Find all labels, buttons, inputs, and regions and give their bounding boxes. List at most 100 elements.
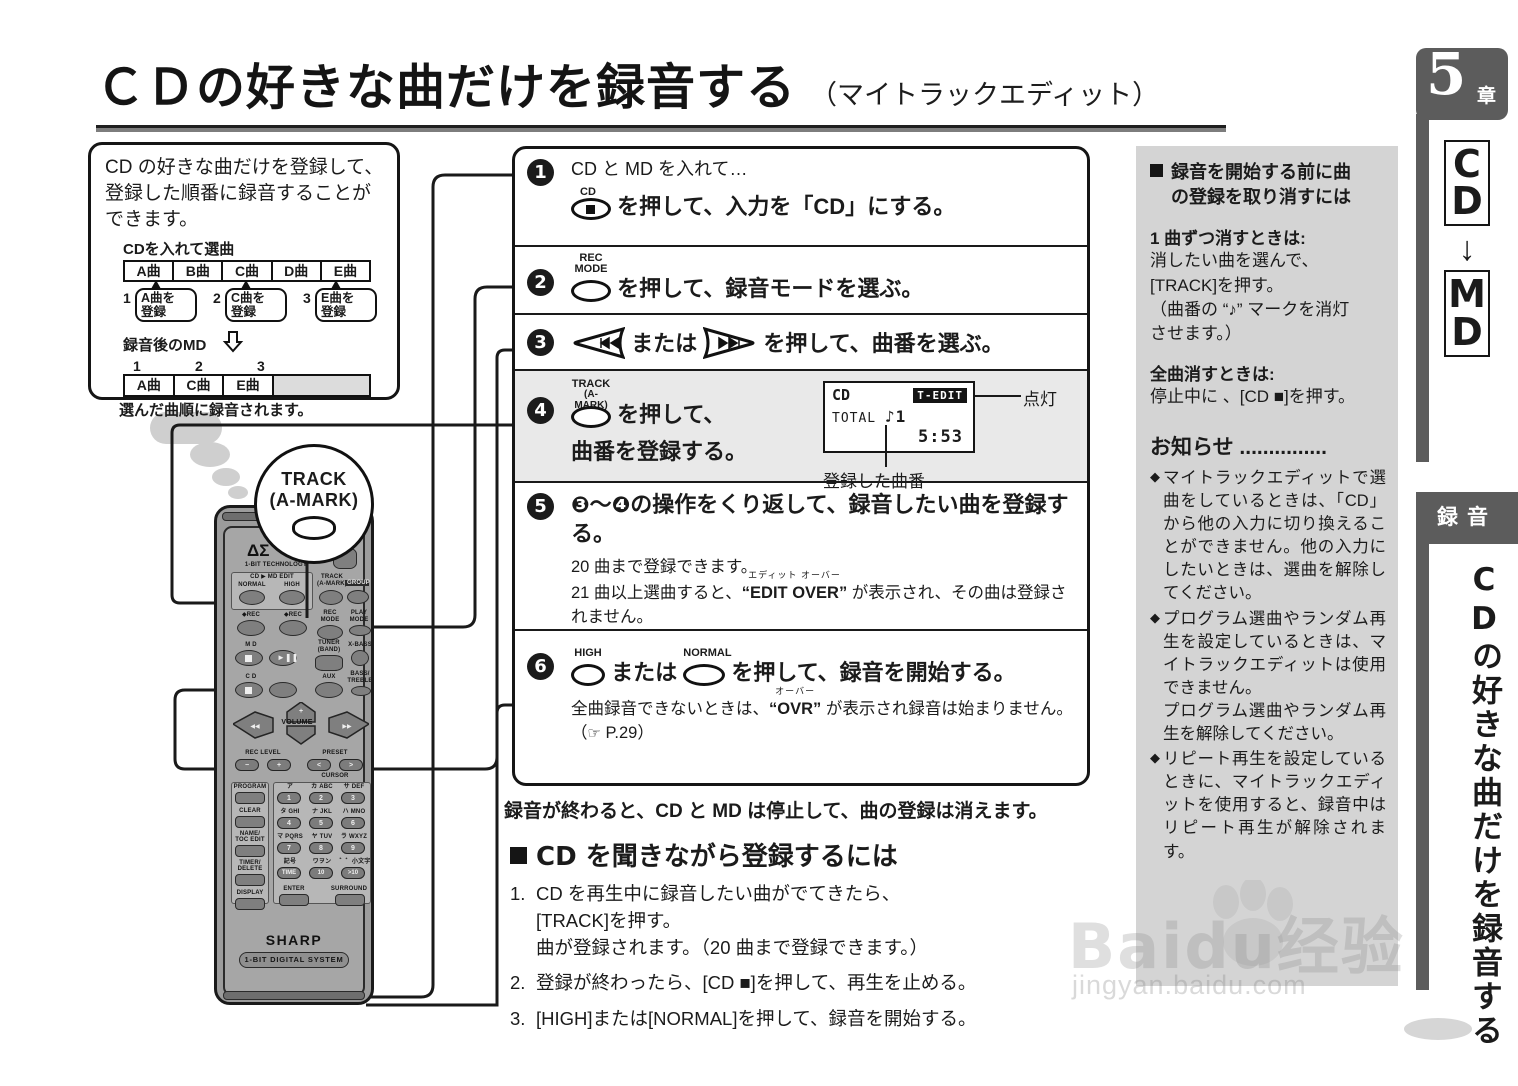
keypad-button-2[interactable]: 2 <box>309 792 333 804</box>
chapter-number: 5 <box>1426 40 1467 108</box>
group-label: GROUP <box>345 580 371 587</box>
cursor-right-button[interactable]: > <box>339 759 363 771</box>
callout-line1: TRACK <box>281 468 347 489</box>
rec-level-plus-button[interactable]: + <box>267 759 291 771</box>
step-number: 2 <box>527 269 554 296</box>
md-number-row: 1 2 3 <box>123 358 385 374</box>
callout-leader-line <box>305 560 309 618</box>
registration-bubble-line2: 登録 <box>231 305 257 320</box>
lower-list-item: 2. 登録が終わったら、[CD ■]を押して、再生を止める。 <box>510 970 1110 997</box>
keypad-button-4[interactable]: 4 <box>277 817 301 829</box>
lower-item-text: 登録が終わったら、[CD ■]を押して、再生を止める。 <box>536 972 977 994</box>
keypad-button-over10[interactable]: >10 <box>341 867 365 879</box>
step-1-lead: CD と MD を入れて… <box>571 159 748 179</box>
surround-label: SURROUND <box>330 886 368 892</box>
step-6-body: を押して、録音を開始する。 <box>731 660 1016 685</box>
play-mode-label-2: MODE <box>349 617 369 623</box>
rec-level-minus-button[interactable]: − <box>235 759 259 771</box>
normal-button-glyph: NORMAL <box>683 647 732 687</box>
cd-play-button[interactable] <box>269 682 297 698</box>
keypad-button-3[interactable]: 3 <box>341 792 365 804</box>
play-mode-button[interactable] <box>349 625 371 636</box>
remote-bottom-strip <box>223 991 365 1000</box>
md-play-pause-button[interactable] <box>269 650 297 666</box>
keypad-top-label: ヤ TUV <box>311 834 333 840</box>
right-subheading-2: 全曲消すときは: <box>1150 364 1275 384</box>
chapter-kanji: 章 <box>1476 86 1496 107</box>
md-result-label: 録音後のMD <box>123 337 207 355</box>
cd-button-caption: CD <box>580 186 596 199</box>
pointing-hand-icon: ☞ <box>587 725 601 743</box>
program-button[interactable] <box>235 792 265 804</box>
right-info-column: 録音を開始する前に曲 の登録を取り消すには 1 曲ずつ消すときは: 消したい曲を… <box>1136 146 1398 986</box>
registration-bubble-line1: C曲を <box>231 291 266 306</box>
bass-treble-label-2: TREBLE <box>347 678 373 684</box>
notice-bullet-icon: ◆ <box>1150 469 1160 484</box>
xbass-button[interactable] <box>351 650 369 666</box>
step-number: 4 <box>527 397 554 424</box>
remote-face: ΔΣ 1-BIT TECHNOLOGY POWER CD ▶ MD EDIT N… <box>223 526 371 996</box>
rec-right-label: ◆REC <box>283 612 303 618</box>
cd-track-cell: C曲 <box>223 261 273 281</box>
keypad-button-5[interactable]: 5 <box>309 817 333 829</box>
display-button[interactable] <box>235 898 265 910</box>
rec-button-right[interactable] <box>279 620 307 636</box>
aux-button[interactable] <box>315 682 343 698</box>
display-track-mark: ♪ <box>884 407 896 426</box>
track-amark-button[interactable] <box>319 590 343 605</box>
track-leader-line <box>885 425 887 467</box>
keypad-top-label: サ DEF <box>343 784 365 790</box>
cd-track-bar: A曲 B曲 C曲 D曲 E曲 <box>123 259 371 283</box>
step-number: 1 <box>527 159 554 186</box>
registration-row: 1 A曲を 登録 2 C曲を 登録 3 E曲を 登録 <box>113 280 385 330</box>
tuner-label-1: TUNER <box>318 640 340 646</box>
normal-label: NORMAL <box>238 582 266 588</box>
cd-track-cell: E曲 <box>333 262 358 279</box>
name-toc-edit-button[interactable] <box>235 845 265 857</box>
name-toc-edit-label: NAME/ TOC EDIT <box>235 831 265 844</box>
rec-mode-label-1: REC <box>323 610 337 616</box>
keypad-button-7[interactable]: 7 <box>277 842 301 854</box>
step-4-body-line2: 曲番を登録する。 <box>571 439 748 465</box>
step-4: 4 TRACK (A-MARK) を押して、 曲番を登録する。 CD T-EDI… <box>515 371 1087 491</box>
right-column-heading: 録音を開始する前に曲 の登録を取り消すには <box>1150 160 1386 210</box>
keypad-top-label: ナ JKL <box>311 809 332 815</box>
step-6: 6 HIGH または NORMAL を押して、録音を開始する。 全曲録音できない… <box>515 631 1087 749</box>
enter-button[interactable] <box>279 894 309 906</box>
keypad-button-9[interactable]: 9 <box>341 842 365 854</box>
clear-button[interactable] <box>235 816 265 828</box>
step-5-ruby: エディット オーバー <box>748 570 841 581</box>
keypad-button-8[interactable]: 8 <box>309 842 333 854</box>
keypad-button-time[interactable]: TIME <box>277 867 301 879</box>
track-caption-1: TRACK <box>571 378 611 390</box>
skip-forward-button-glyph <box>702 326 757 367</box>
lower-item-text: CD を再生中に録音したい曲がでてきたら、 [TRACK]を押す。 曲が登録され… <box>536 883 929 958</box>
group-button[interactable] <box>347 590 369 604</box>
step-5-edit-over: “EDIT OVER” <box>741 584 848 603</box>
bass-treble-button[interactable] <box>351 686 371 696</box>
rec-mode-button[interactable] <box>317 625 343 640</box>
md-section-label: M D <box>245 642 257 648</box>
keypad-button-10[interactable]: 10 <box>309 867 333 879</box>
surround-button[interactable] <box>335 894 365 906</box>
rec-button-left[interactable] <box>237 620 265 636</box>
section-badge-recording: 録音 <box>1416 492 1518 544</box>
lower-item-number: 1. <box>510 883 526 904</box>
steps-panel: 1 CD と MD を入れて… CD を押して、入力を「CD」にする。 2 RE… <box>512 146 1090 786</box>
keypad-top-label: タ GHI <box>280 809 300 815</box>
t-edit-indicator: T-EDIT <box>913 388 967 403</box>
keypad-button-6[interactable]: 6 <box>341 817 365 829</box>
cursor-left-button[interactable]: < <box>307 759 331 771</box>
one-bit-logo-icon: ΔΣ <box>247 541 270 560</box>
keypad-button-1[interactable]: 1 <box>277 792 301 804</box>
indicator-leader-label: 点灯 <box>1023 390 1057 409</box>
track-callout-circle: TRACK (A-MARK) <box>254 444 374 564</box>
registration-bubble: A曲を 登録 <box>135 288 197 323</box>
timer-delete-button[interactable] <box>235 874 265 886</box>
normal-button[interactable] <box>239 590 265 605</box>
tuner-band-button[interactable] <box>315 655 343 671</box>
step-1-body: を押して、入力を「CD」にする。 <box>617 194 956 220</box>
preset-label: PRESET <box>322 750 348 756</box>
timer-delete-label: TIMER/ DELETE <box>237 860 263 873</box>
diagram-label-cd: CDを入れて選曲 <box>123 240 235 258</box>
